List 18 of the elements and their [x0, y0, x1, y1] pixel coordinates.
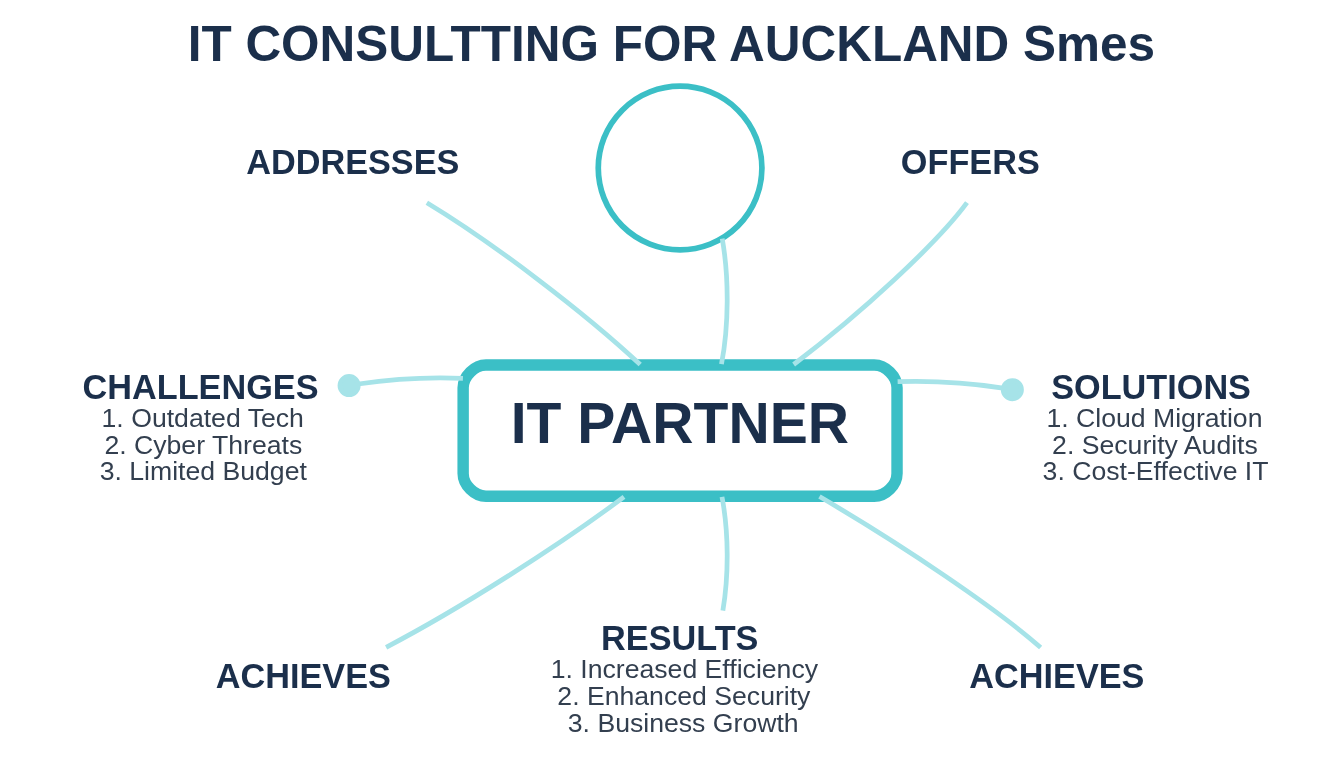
node-text: ACHIEVES	[215, 657, 391, 696]
connector	[719, 238, 730, 365]
connector	[385, 494, 626, 650]
node-text: ACHIEVES	[969, 657, 1145, 696]
node-box: IT PARTNER	[457, 359, 903, 502]
node-circle	[595, 83, 765, 253]
node-text: CHALLENGES 1. Outdated Tech 2. Cyber Threats 3. Limited Budget	[82, 368, 319, 487]
connector	[897, 378, 1024, 402]
connector	[425, 200, 642, 367]
connector	[337, 374, 463, 398]
connector	[719, 496, 730, 612]
node-text: RESULTS 1. Increased Efficiency 2. Enhanced Security 3. Business Growth	[550, 619, 819, 738]
node-text: ADDRESSES	[246, 143, 460, 182]
diagram-title: IT CONSULTTING FOR AUCKLAND Smes	[187, 16, 1156, 72]
connector	[792, 201, 969, 367]
node-text: SOLUTIONS 1. Cloud Migration 2. Security Audits 3. Cost-Effective IT	[1042, 368, 1269, 487]
connector	[818, 494, 1043, 650]
node-text: OFFERS	[900, 143, 1040, 182]
